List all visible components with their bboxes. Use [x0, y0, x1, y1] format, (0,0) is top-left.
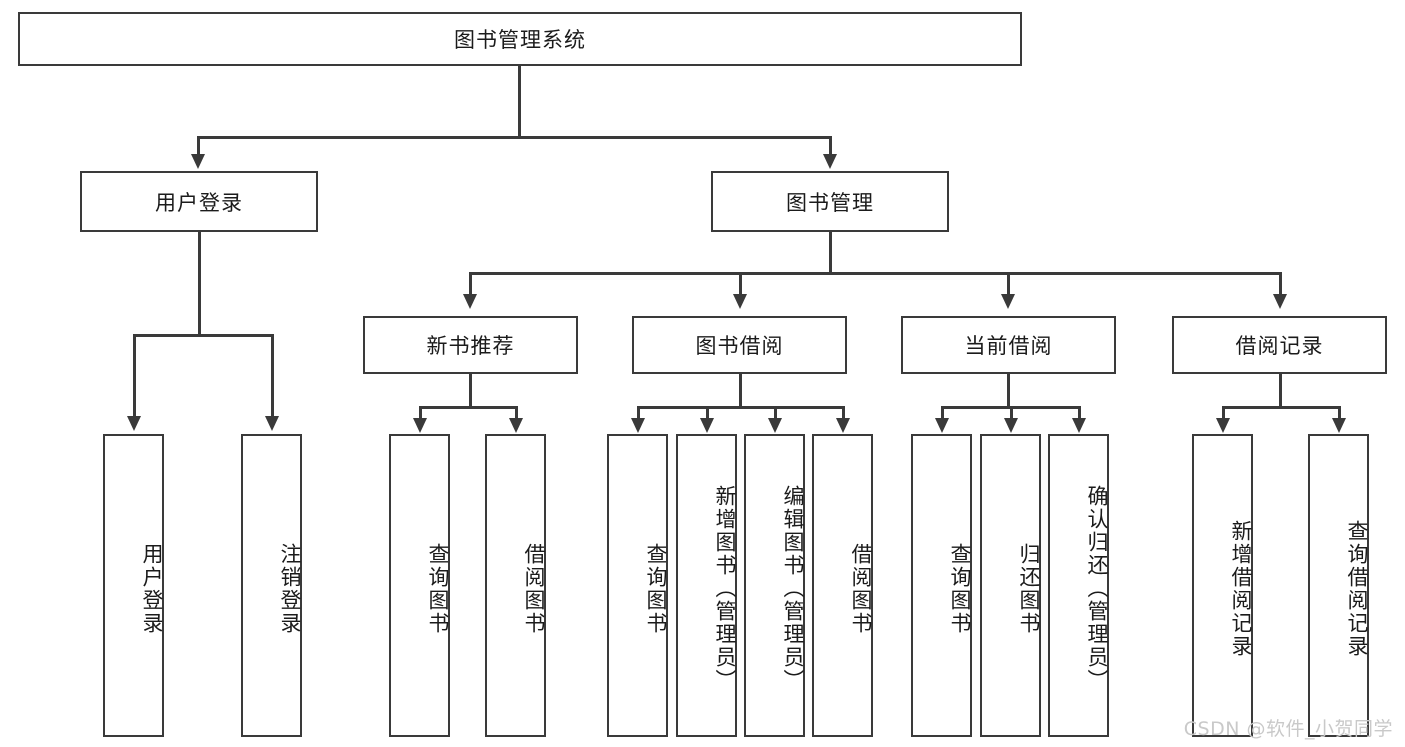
node-user-login[interactable]: 用户登录: [80, 171, 318, 232]
leaf-user-login[interactable]: 用户登录: [103, 434, 164, 737]
leaf-logout[interactable]: 注销登录: [241, 434, 302, 737]
connector-new-book-to-query: [419, 406, 422, 420]
node-label: 借阅图书: [849, 542, 873, 635]
connector-cb-to-return: [1010, 406, 1013, 420]
node-label: 图书管理: [786, 190, 874, 215]
arrow-bm-to-borrow-record: [1273, 294, 1287, 309]
connector-borrow-record-bus: [1222, 406, 1340, 409]
node-label: 用户登录: [140, 542, 164, 635]
arrow-bb-to-edit: [768, 418, 782, 433]
node-label: 查询图书: [426, 542, 450, 635]
connector-user-login-bus: [133, 334, 273, 337]
arrow-br-to-add: [1216, 418, 1230, 433]
leaf-edit-book-admin[interactable]: 编辑图书（管理员）: [744, 434, 805, 737]
node-label: 当前借阅: [964, 334, 1053, 358]
connector-bb-to-add: [706, 406, 709, 420]
connector-new-book-stem: [469, 374, 472, 408]
arrow-cb-to-query: [935, 418, 949, 433]
connector-book-management-bus: [469, 272, 1281, 275]
node-current-borrow[interactable]: 当前借阅: [901, 316, 1116, 374]
leaf-query-borrow-record[interactable]: 查询借阅记录: [1308, 434, 1369, 737]
node-label: 查询图书: [644, 542, 668, 635]
connector-user-login-to-logout: [271, 334, 274, 418]
node-label: 新增图书（管理员）: [713, 485, 737, 692]
arrow-bb-to-borrow: [836, 418, 850, 433]
leaf-confirm-return-admin[interactable]: 确认归还（管理员）: [1048, 434, 1109, 737]
connector-bm-to-book-borrow: [739, 272, 742, 296]
node-root-book-management-system[interactable]: 图书管理系统: [18, 12, 1022, 66]
arrow-cb-to-confirm: [1072, 418, 1086, 433]
node-label: 借阅图书: [522, 542, 546, 635]
node-label: 归还图书: [1017, 542, 1041, 635]
connector-new-book-bus: [419, 406, 517, 409]
node-book-borrow[interactable]: 图书借阅: [632, 316, 847, 374]
connector-book-borrow-bus: [637, 406, 843, 409]
arrow-root-to-user-login: [191, 154, 205, 169]
leaf-add-book-admin[interactable]: 新增图书（管理员）: [676, 434, 737, 737]
connector-br-to-add: [1222, 406, 1225, 420]
node-borrow-record[interactable]: 借阅记录: [1172, 316, 1387, 374]
connector-user-login-to-login: [133, 334, 136, 418]
leaf-return-book[interactable]: 归还图书: [980, 434, 1041, 737]
arrow-bb-to-query: [631, 418, 645, 433]
node-label: 用户登录: [155, 190, 243, 215]
connector-cb-to-confirm: [1078, 406, 1081, 420]
leaf-query-book-current[interactable]: 查询图书: [911, 434, 972, 737]
connector-root-to-user-login: [197, 136, 200, 156]
arrow-root-to-book-management: [823, 154, 837, 169]
connector-bm-to-borrow-record: [1279, 272, 1282, 296]
leaf-borrow-book[interactable]: 借阅图书: [812, 434, 873, 737]
connector-br-to-query: [1338, 406, 1341, 420]
arrow-new-book-to-borrow: [509, 418, 523, 433]
node-label: 新增借阅记录: [1229, 519, 1253, 658]
node-label: 借阅记录: [1235, 334, 1324, 358]
connector-bm-to-new-book: [469, 272, 472, 296]
connector-cb-to-query: [941, 406, 944, 420]
arrow-cb-to-return: [1004, 418, 1018, 433]
connector-root-to-book-management: [829, 136, 832, 156]
node-label: 注销登录: [278, 542, 302, 635]
node-label: 编辑图书（管理员）: [781, 485, 805, 692]
connector-current-borrow-stem: [1007, 374, 1010, 408]
arrow-user-login-to-logout: [265, 416, 279, 431]
connector-bb-to-edit: [774, 406, 777, 420]
node-label: 图书管理系统: [454, 28, 586, 52]
arrow-br-to-query: [1332, 418, 1346, 433]
node-new-book-recommend[interactable]: 新书推荐: [363, 316, 578, 374]
connector-new-book-to-borrow: [515, 406, 518, 420]
connector-book-management-stem: [829, 232, 832, 274]
arrow-bb-to-add: [700, 418, 714, 433]
arrow-bm-to-book-borrow: [733, 294, 747, 309]
node-label: 新书推荐: [426, 334, 515, 358]
node-label: 查询借阅记录: [1345, 519, 1369, 658]
connector-root-stem: [518, 66, 521, 138]
connector-bb-to-borrow: [842, 406, 845, 420]
leaf-add-borrow-record[interactable]: 新增借阅记录: [1192, 434, 1253, 737]
arrow-bm-to-current-borrow: [1001, 294, 1015, 309]
arrow-user-login-to-login: [127, 416, 141, 431]
connector-book-borrow-stem: [739, 374, 742, 408]
node-label: 查询图书: [948, 542, 972, 635]
connector-root-bus: [197, 136, 831, 139]
connector-borrow-record-stem: [1279, 374, 1282, 408]
arrow-new-book-to-query: [413, 418, 427, 433]
node-label: 图书借阅: [695, 334, 784, 358]
leaf-query-book-borrow[interactable]: 查询图书: [607, 434, 668, 737]
leaf-query-book-recommend[interactable]: 查询图书: [389, 434, 450, 737]
leaf-borrow-book-recommend[interactable]: 借阅图书: [485, 434, 546, 737]
connector-bb-to-query: [637, 406, 640, 420]
connector-user-login-stem: [198, 232, 201, 336]
arrow-bm-to-new-book: [463, 294, 477, 309]
connector-bm-to-current-borrow: [1007, 272, 1010, 296]
node-book-management[interactable]: 图书管理: [711, 171, 949, 232]
node-label: 确认归还（管理员）: [1085, 485, 1109, 692]
